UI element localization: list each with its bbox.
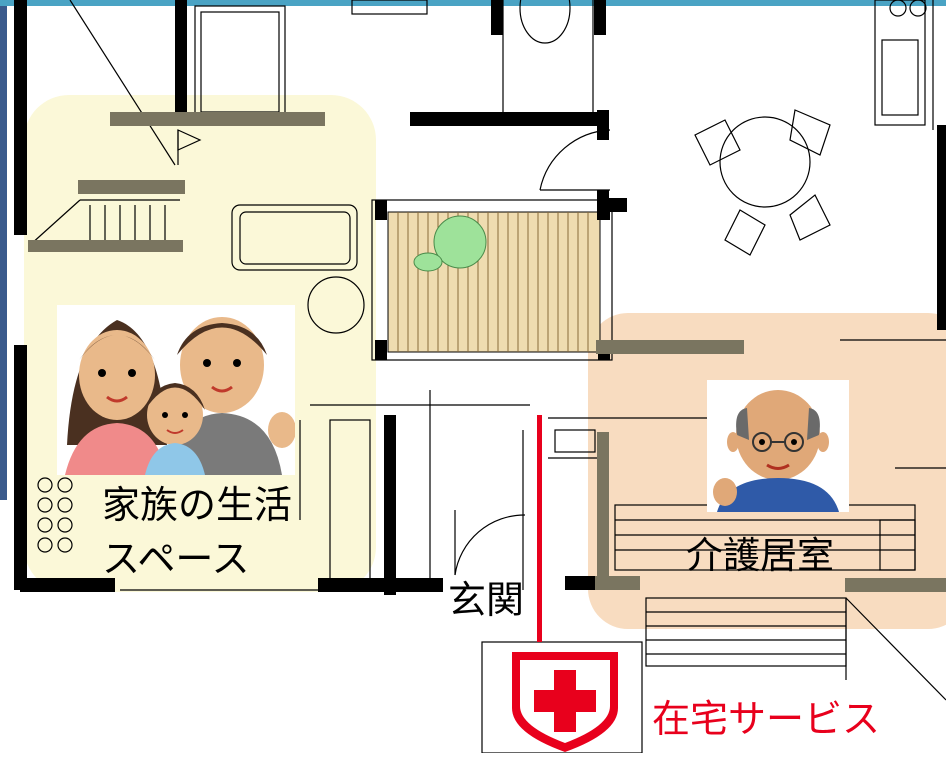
boundary-line xyxy=(537,415,542,642)
elderly-man-illustration-icon xyxy=(707,380,849,512)
stair-wood xyxy=(387,211,601,353)
home-service-label: 在宅サービス xyxy=(652,697,881,741)
family-space-label-line2: スペース xyxy=(102,537,250,581)
family-space-label-line1: 家族の生活 xyxy=(102,483,293,527)
care-room-label: 介護居室 xyxy=(686,534,834,577)
highlighted-walls xyxy=(28,112,946,592)
family-space-label: 家族の生活 スペース xyxy=(102,478,292,586)
side-panel xyxy=(0,6,7,500)
walls xyxy=(14,0,946,595)
red-cross-shield-icon xyxy=(508,648,622,753)
entrance-label: 玄関 xyxy=(448,578,525,622)
family-illustration-icon xyxy=(57,305,296,475)
thin-lines xyxy=(29,0,946,753)
header-bar xyxy=(0,0,946,6)
